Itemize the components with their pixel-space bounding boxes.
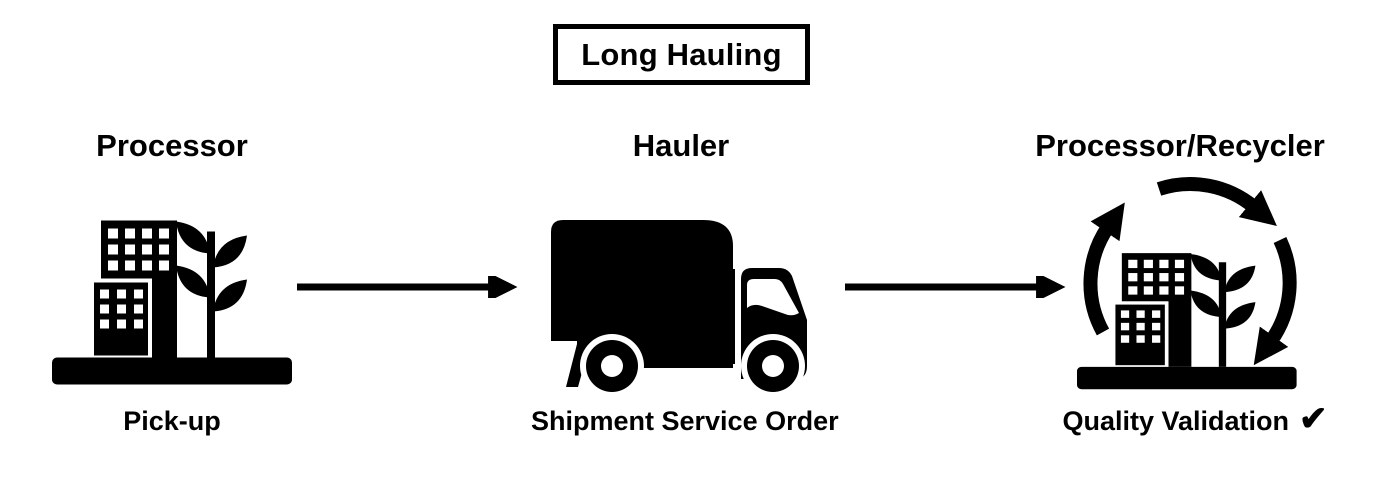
checkmark-icon: ✔ [1299,400,1328,438]
diagram-title-box: Long Hauling [553,24,810,85]
stage-caption-pickup: Pick-up [123,406,221,436]
recycling-building-icon [1075,177,1299,392]
stage-heading-hauler: Hauler [632,128,730,163]
eco-building-icon [52,218,292,385]
stage-heading-processor-recycler: Processor/Recycler [1035,128,1325,163]
truck-icon [551,220,807,396]
flow-arrow-processor-to-hauler [297,276,518,298]
flow-arrow-hauler-to-recycler [845,276,1066,298]
stage-heading-processor: Processor [96,128,248,163]
stage-caption-shipment-service-order: Shipment Service Order [531,406,839,436]
diagram-title: Long Hauling [581,36,782,72]
quality-validation-label: Quality Validation [1062,405,1290,436]
stage-caption-quality-validation: Quality Validation ✔ [1045,400,1345,438]
